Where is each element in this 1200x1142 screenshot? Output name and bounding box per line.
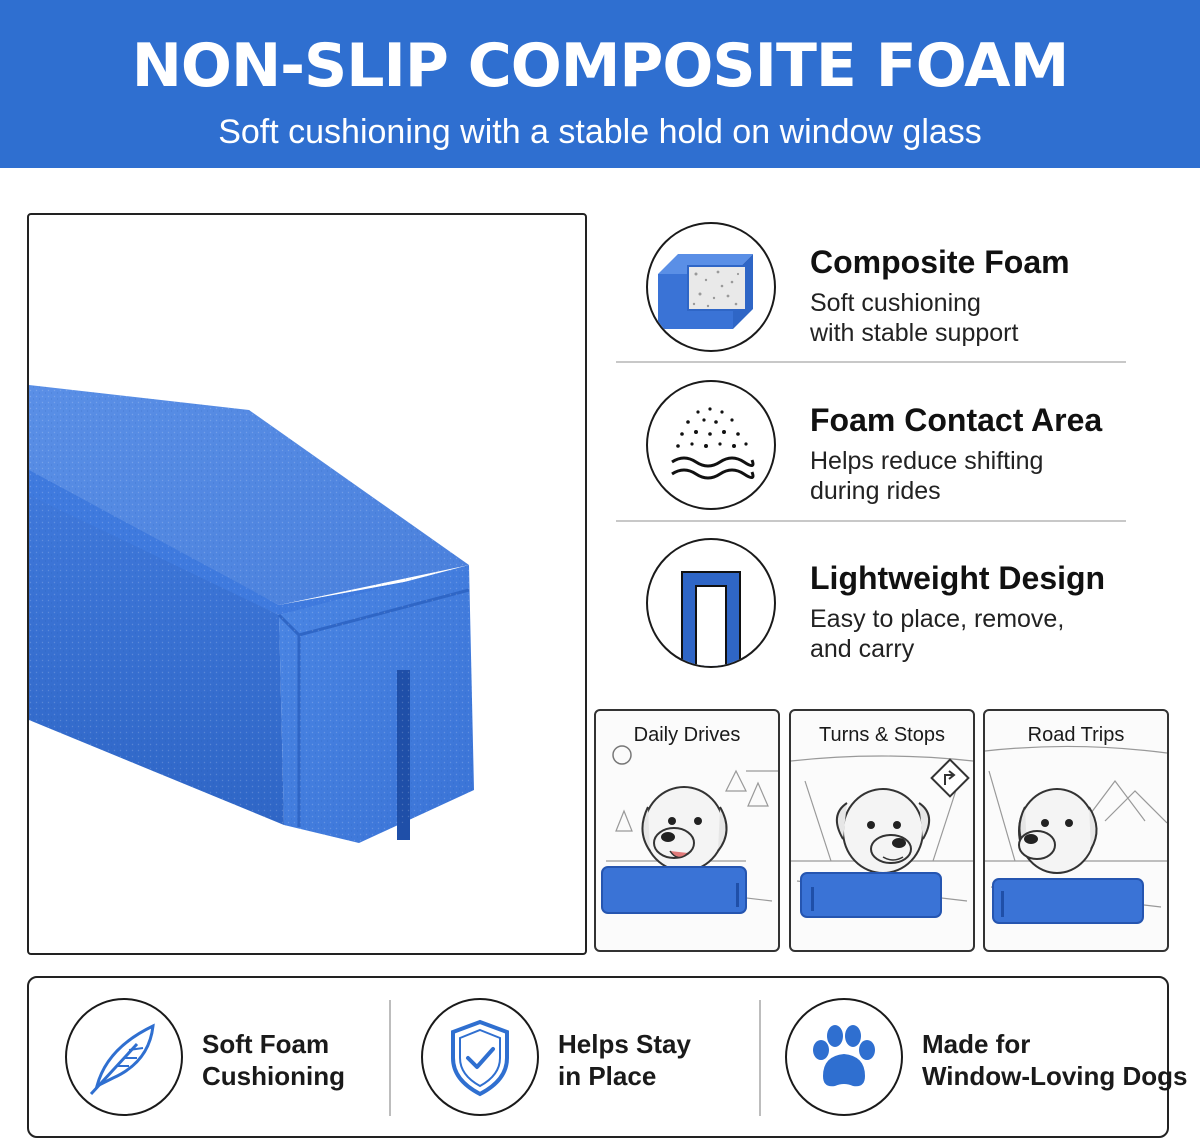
banner-title: NON-SLIP COMPOSITE FOAM xyxy=(131,31,1070,101)
scene-daily-drives: Daily Drives xyxy=(594,709,780,952)
dog-in-car-illustration xyxy=(791,755,973,918)
divider xyxy=(616,361,1126,363)
badge-separator xyxy=(759,1000,761,1116)
scene-label: Daily Drives xyxy=(633,724,741,746)
feature-foam-contact-area: Foam Contact Area Helps reduce shifting … xyxy=(616,380,1128,530)
product-image-frame xyxy=(27,213,587,955)
feature-description: Helps reduce shifting during rides xyxy=(810,446,1110,506)
feature-desc-line: Soft cushioning xyxy=(810,289,981,317)
feature-title: Composite Foam xyxy=(810,244,1070,280)
feature-composite-foam: Composite Foam Soft cushioning with stab… xyxy=(616,222,1128,372)
feather-icon xyxy=(65,998,183,1116)
badge-label: Helps Stay in Place xyxy=(558,1028,691,1092)
feature-desc-line: Easy to place, remove, xyxy=(810,605,1065,633)
scene-label: Turns & Stops xyxy=(819,724,945,746)
badge-label-line: Helps Stay xyxy=(558,1029,691,1059)
badge-label-line: Made for xyxy=(922,1029,1031,1059)
badge-label-line: Cushioning xyxy=(202,1061,345,1091)
badge-window-dogs: Made for Window-Loving Dogs xyxy=(785,998,1188,1118)
paw-print-icon xyxy=(785,998,903,1116)
foam-bar-illustration xyxy=(29,385,474,843)
dog-in-car-illustration xyxy=(601,745,778,914)
feature-desc-line: Helps reduce shifting xyxy=(810,447,1044,475)
badge-separator xyxy=(389,1000,391,1116)
feature-title: Foam Contact Area xyxy=(810,402,1103,438)
feature-desc-line: during rides xyxy=(810,477,941,505)
shield-check-icon xyxy=(421,998,539,1116)
feature-desc-line: and carry xyxy=(810,635,915,663)
dog-in-car-illustration xyxy=(985,745,1167,924)
header-banner: NON-SLIP COMPOSITE FOAM Soft cushioning … xyxy=(0,0,1200,168)
benefits-bar: Soft Foam Cushioning Helps Stay in Place xyxy=(27,976,1188,1138)
feature-desc-line: with stable support xyxy=(810,319,1019,347)
badge-soft-foam: Soft Foam Cushioning xyxy=(65,998,395,1118)
foam-texture-icon xyxy=(646,380,776,510)
feature-description: Soft cushioning with stable support xyxy=(810,288,1110,348)
badge-label: Soft Foam Cushioning xyxy=(202,1028,345,1092)
badge-label-line: Soft Foam xyxy=(202,1029,330,1059)
foam-block-cross-section-icon xyxy=(646,222,776,352)
badge-label-line: in Place xyxy=(558,1061,657,1091)
divider xyxy=(616,520,1126,522)
turn-sign-icon xyxy=(930,758,970,798)
scene-road-trips: Road Trips xyxy=(983,709,1169,952)
badge-label-line: Window-Loving Dogs xyxy=(922,1061,1188,1091)
badge-label: Made for Window-Loving Dogs xyxy=(922,1028,1188,1092)
scene-label: Road Trips xyxy=(1027,724,1125,746)
slot-profile-icon xyxy=(646,538,776,668)
banner-subtitle: Soft cushioning with a stable hold on wi… xyxy=(218,113,982,151)
scene-turns-stops: Turns & Stops xyxy=(789,709,975,952)
feature-title: Lightweight Design xyxy=(810,560,1106,596)
feature-lightweight-design: Lightweight Design Easy to place, remove… xyxy=(616,538,1128,688)
feature-description: Easy to place, remove, and carry xyxy=(810,604,1110,664)
badge-helps-stay: Helps Stay in Place xyxy=(421,998,751,1118)
